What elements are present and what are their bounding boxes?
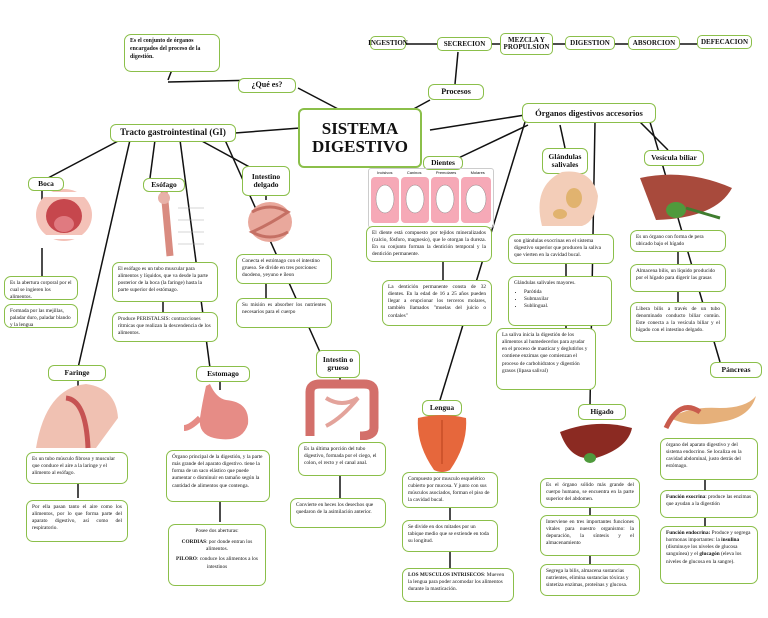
piloro-label: PILORO	[176, 556, 197, 562]
liver-illustration	[556, 418, 636, 472]
grueso-text-1: Es la última porción del tubo digestivo,…	[298, 442, 386, 476]
cardias-text: : por donde entran los alimentos.	[206, 539, 252, 552]
faringe-label: Faringe	[48, 365, 106, 381]
grueso-text-2: Convierte en heces los desechos que qued…	[290, 498, 386, 528]
delgado-text-2: Su misión es absorber los nutrientes nec…	[236, 298, 332, 328]
teeth-label-caninos: Caninos	[407, 170, 422, 176]
que-es-label: ¿Qué es?	[238, 78, 296, 93]
esofago-text-2: Produce PERISTALSIS: contracciones rítmi…	[112, 312, 218, 342]
glandulas-text-3: La saliva inicia la digestión de los ali…	[496, 328, 596, 390]
lengua-text-3: LOS MUSCULOS INTRISECOS: Mueven la lengu…	[402, 568, 514, 602]
que-es-definition: Es el conjunto de órganos encargados del…	[124, 34, 220, 72]
process-secrecion: SECRECION	[437, 37, 492, 51]
mouth-illustration	[14, 180, 114, 250]
pancreas-text-1: órgano del aparato digestivo y del siste…	[660, 438, 758, 480]
musculos-intrisecos-label: LOS MUSCULOS INTRISECOS	[408, 572, 484, 578]
glandula-submaxilar: Submaxilar	[524, 296, 606, 303]
dientes-text-1: El diente está compuesto por tejidos min…	[366, 226, 492, 262]
teeth-illustration	[368, 168, 494, 228]
delgado-text-1: Conecta el estómago con el intestino gru…	[236, 254, 332, 284]
teeth-label-premolares: Premolares	[436, 170, 456, 176]
process-ingestion: INGESTION	[370, 36, 406, 50]
higado-text-2: Interviene en tres importantes funciones…	[540, 515, 640, 556]
pancreas-text-3: Función endocrina: Produce y segrega hor…	[660, 526, 758, 584]
cardias-label: CORDIAS	[182, 539, 206, 545]
glandulas-text-2: Glándulas salivales mayores. Parótida Su…	[508, 276, 612, 326]
boca-label: Boca	[28, 177, 64, 191]
teeth-label-molares: Molares	[471, 170, 485, 176]
pancreas-label: Páncreas	[710, 362, 762, 378]
dientes-text-2: La dentición permanente consta de 32 die…	[382, 280, 492, 326]
delgado-label: Intestino delgado	[242, 166, 290, 196]
glandulas-mayores-title: Glándulas salivales mayores.	[514, 280, 606, 287]
vesicula-label: Vesícula biliar	[644, 150, 704, 166]
estomago-text-1: Órgano principal de la digestión, y la p…	[166, 450, 270, 502]
glandulas-text-1: son glándulas exocrinas en el sistema di…	[508, 234, 614, 264]
estomago-aberturas-title: Posee dos aberturas:	[174, 528, 260, 535]
process-defecacion: DEFECACION	[697, 35, 752, 49]
procesos-label: Procesos	[428, 84, 484, 100]
process-absorcion: ABSORCION	[628, 36, 680, 50]
salivary-glands-illustration	[512, 166, 610, 230]
esofago-label: Esófago	[143, 178, 185, 192]
tracto-label: Tracto gastrointestinal (GI)	[110, 124, 236, 142]
glandula-parotida: Parótida	[524, 289, 606, 296]
faringe-text-1: Es un tubo músculo fibroso y muscular qu…	[26, 452, 128, 484]
teeth-label-incisivos: Incisivos	[377, 170, 392, 176]
higado-text-3: Segrega la bilis, almacena sustancias nu…	[540, 564, 640, 596]
estomago-text-2: Posee dos aberturas: CORDIAS: por donde …	[168, 524, 266, 586]
boca-text-2: Formada por las mejillas, paladar duro, …	[4, 304, 78, 328]
glandula-sublingual: Sublingual.	[524, 303, 606, 310]
vesicula-text-1: Es un órgano con forma de pera ubicado b…	[630, 230, 726, 252]
lengua-text-1: Compuesto por musculo esquelético cubier…	[402, 472, 498, 508]
pharynx-illustration	[26, 378, 126, 450]
pancreas-illustration	[660, 378, 760, 436]
process-digestion: DIGESTION	[565, 36, 615, 50]
tongue-illustration	[410, 414, 474, 474]
funcion-endocrina-label: Función endocrina:	[666, 530, 710, 536]
grueso-label: Intestin o grueso	[316, 350, 360, 378]
center-title: SISTEMA DIGESTIVO	[298, 108, 422, 168]
small-intestine-illustration	[222, 194, 310, 248]
lengua-text-2: Se divide en dos mitades por un tabique …	[402, 520, 498, 552]
glucagon-label: glucagón	[699, 551, 719, 557]
vesicula-text-2: Almacena bilis, un líquido producido por…	[630, 264, 726, 292]
process-mezcla: MEZCLA Y PROPULSION	[500, 33, 553, 55]
boca-text-1: Es la abertura corporal por el cual se i…	[4, 276, 78, 300]
faringe-text-2: Por ella pasan tanto el aire como los al…	[26, 500, 128, 542]
insulina-label: insulina	[721, 537, 739, 543]
large-intestine-illustration	[296, 378, 388, 440]
gallbladder-illustration	[636, 168, 740, 228]
stomach-illustration	[170, 378, 270, 448]
piloro-text: : conduce los alimentos a los intestinos	[197, 556, 258, 569]
higado-text-1: Es el órgano sólido más grande del cuerp…	[540, 478, 640, 508]
funcion-exocrina-label: Función exocrina	[666, 494, 705, 500]
accesorios-label: Órganos digestivos accesorios	[522, 103, 656, 123]
estomago-label: Estomago	[196, 366, 250, 382]
esofago-text-1: El esófago es un tubo muscular para alim…	[112, 262, 218, 302]
esophagus-illustration	[134, 188, 210, 258]
pancreas-text-2: Función exocrina: produce las enzimas qu…	[660, 490, 758, 518]
vesicula-text-3: Libera bilis a través de un tubo denomin…	[630, 302, 726, 342]
